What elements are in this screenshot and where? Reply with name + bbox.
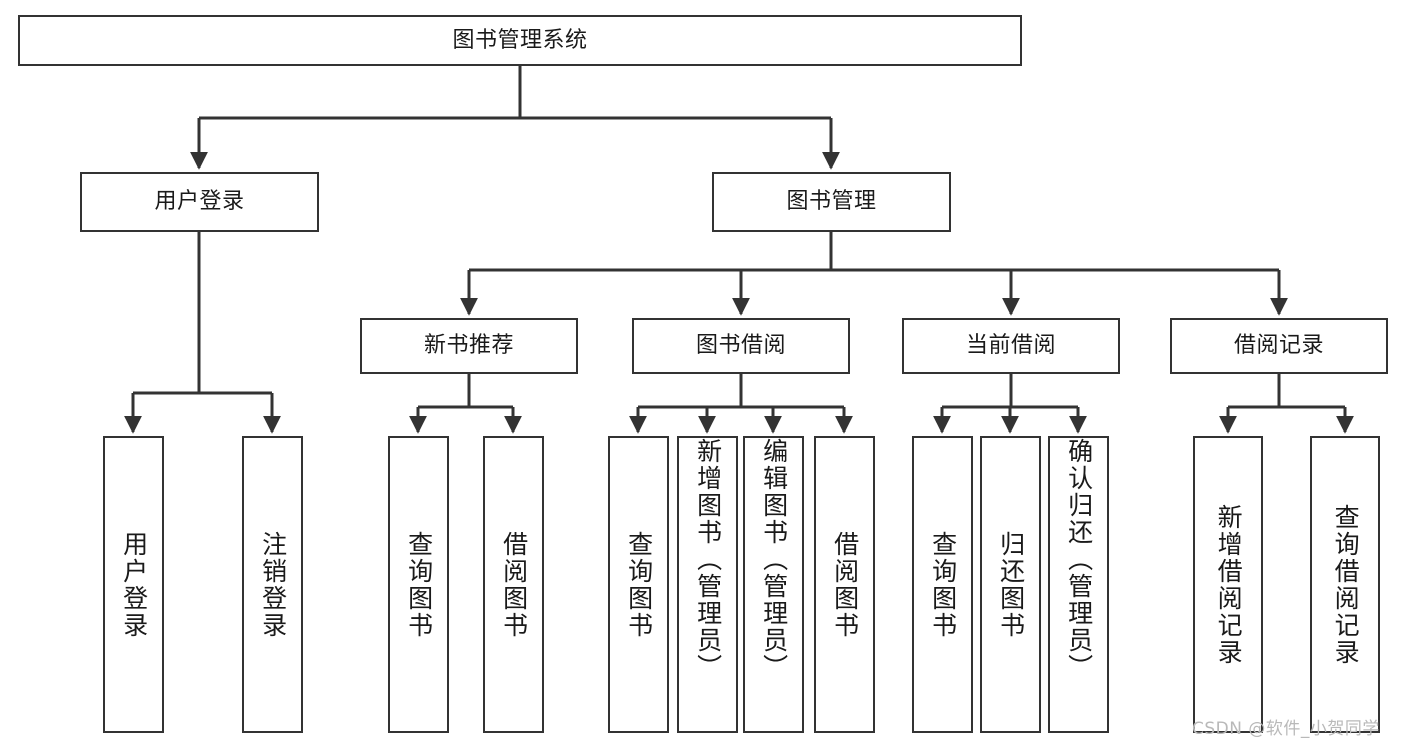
leaf-borrow-book-2-label: 借阅图书 bbox=[830, 530, 860, 639]
leaf-confirm-return[interactable]: 确认归还（管理员） bbox=[1048, 436, 1109, 733]
leaf-return-book[interactable]: 归还图书 bbox=[980, 436, 1041, 733]
leaf-query-record-label: 查询借阅记录 bbox=[1331, 503, 1361, 666]
leaf-add-book-label: 新增图书（管理员） bbox=[693, 438, 723, 681]
node-current-borrow-label: 当前借阅 bbox=[965, 333, 1056, 359]
leaf-edit-book[interactable]: 编辑图书（管理员） bbox=[743, 436, 804, 733]
leaf-logout-login-label: 注销登录 bbox=[258, 530, 288, 639]
leaf-query-book-3-label: 查询图书 bbox=[928, 530, 958, 639]
leaf-query-record[interactable]: 查询借阅记录 bbox=[1310, 436, 1380, 733]
node-new-book-recommend-label: 新书推荐 bbox=[423, 333, 514, 359]
node-book-borrow-label: 图书借阅 bbox=[695, 333, 786, 359]
leaf-borrow-book-2[interactable]: 借阅图书 bbox=[814, 436, 875, 733]
leaf-return-book-label: 归还图书 bbox=[996, 530, 1026, 639]
node-book-borrow[interactable]: 图书借阅 bbox=[632, 318, 850, 374]
node-current-borrow[interactable]: 当前借阅 bbox=[902, 318, 1120, 374]
node-root[interactable]: 图书管理系统 bbox=[18, 15, 1022, 66]
leaf-query-book-2-label: 查询图书 bbox=[624, 530, 654, 639]
node-borrow-record[interactable]: 借阅记录 bbox=[1170, 318, 1388, 374]
leaf-add-record-label: 新增借阅记录 bbox=[1214, 503, 1244, 666]
node-book-manage-label: 图书管理 bbox=[786, 189, 877, 215]
leaf-query-book-3[interactable]: 查询图书 bbox=[912, 436, 973, 733]
leaf-query-book-1-label: 查询图书 bbox=[404, 530, 434, 639]
leaf-logout-login[interactable]: 注销登录 bbox=[242, 436, 303, 733]
leaf-edit-book-label: 编辑图书（管理员） bbox=[759, 438, 789, 681]
node-new-book-recommend[interactable]: 新书推荐 bbox=[360, 318, 578, 374]
leaf-user-login-label: 用户登录 bbox=[119, 530, 149, 639]
node-user-login[interactable]: 用户登录 bbox=[80, 172, 319, 232]
leaf-confirm-return-label: 确认归还（管理员） bbox=[1064, 438, 1094, 681]
leaf-add-record[interactable]: 新增借阅记录 bbox=[1193, 436, 1263, 733]
node-borrow-record-label: 借阅记录 bbox=[1233, 333, 1324, 359]
leaf-borrow-book-1[interactable]: 借阅图书 bbox=[483, 436, 544, 733]
node-root-label: 图书管理系统 bbox=[452, 27, 588, 53]
csdn-watermark: CSDN @软件_小贺同学 bbox=[1192, 719, 1380, 739]
leaf-query-book-2[interactable]: 查询图书 bbox=[608, 436, 669, 733]
leaf-borrow-book-1-label: 借阅图书 bbox=[499, 530, 529, 639]
leaf-query-book-1[interactable]: 查询图书 bbox=[388, 436, 449, 733]
node-user-login-label: 用户登录 bbox=[154, 189, 245, 215]
node-book-manage[interactable]: 图书管理 bbox=[712, 172, 951, 232]
leaf-add-book[interactable]: 新增图书（管理员） bbox=[677, 436, 738, 733]
leaf-user-login[interactable]: 用户登录 bbox=[103, 436, 164, 733]
